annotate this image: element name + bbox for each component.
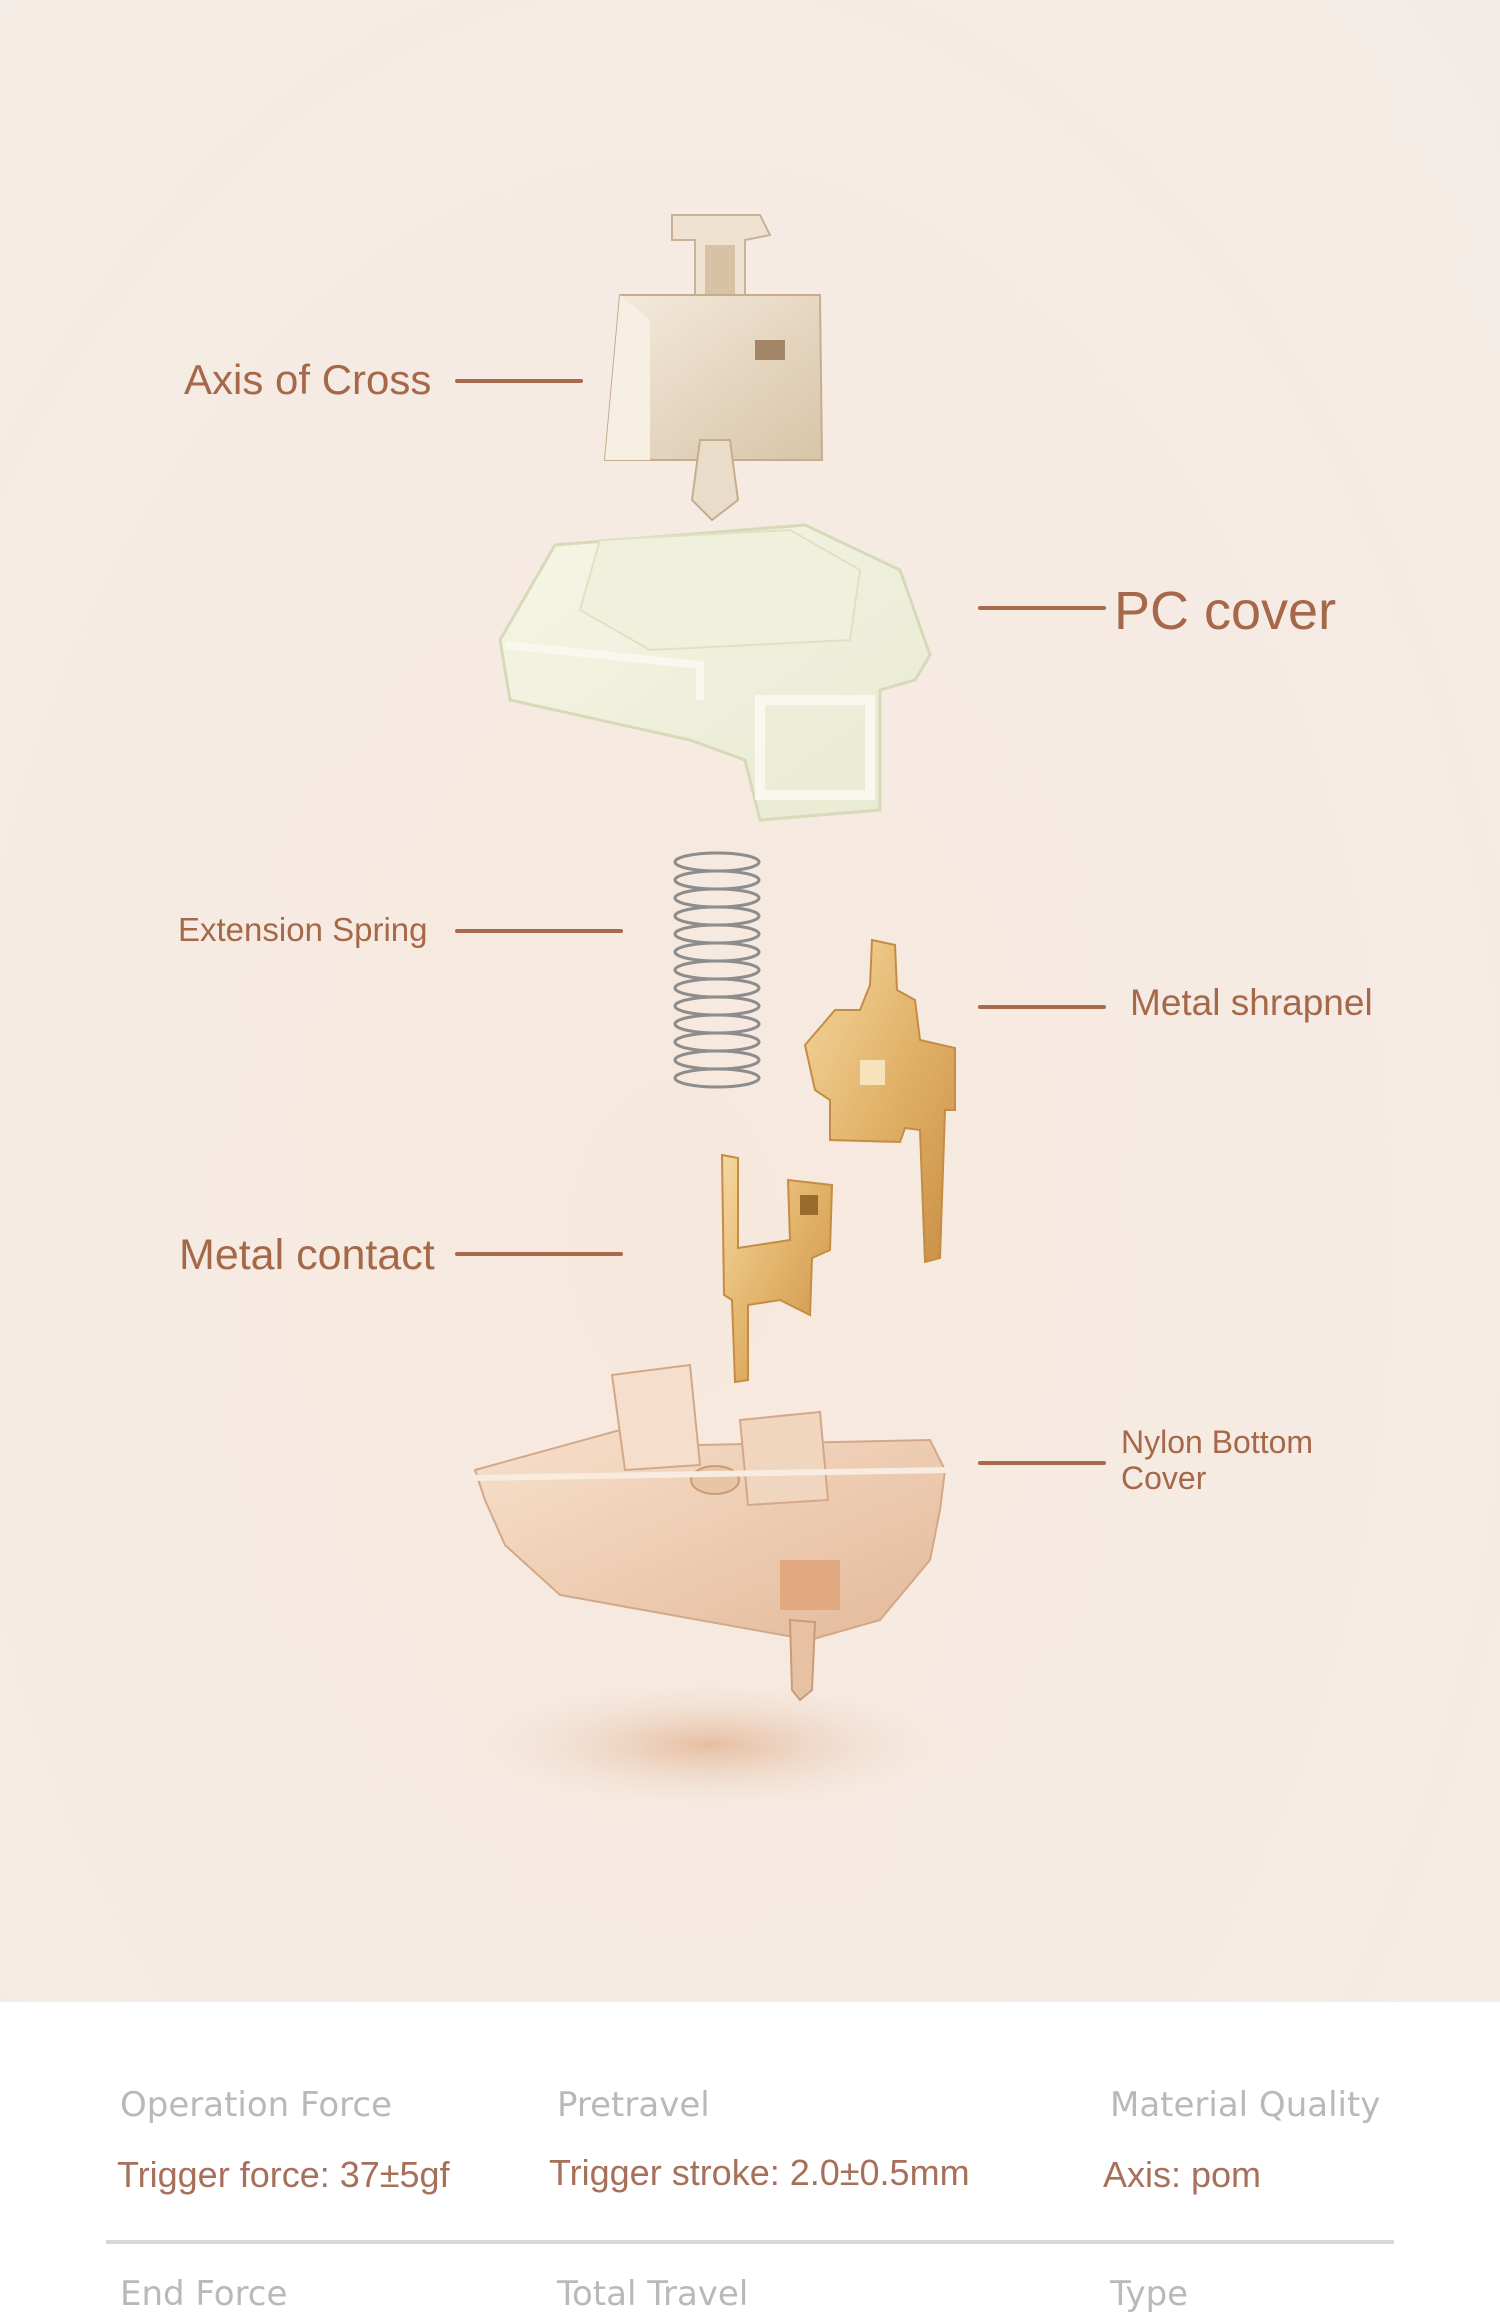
spec-header-total-travel: Total Travel [557,2274,749,2314]
pc-cover-part [498,523,932,822]
spec-value-trigger-stroke: Trigger stroke: 2.0±0.5mm [549,2152,970,2193]
spec-header-type: Type [1110,2274,1189,2314]
label-nylon-bottom-cover-line2: Cover [1121,1460,1207,1496]
spec-table: Operation Force Pretravel Material Quali… [0,2002,1500,2322]
spec-divider [106,2240,1394,2244]
nylon-bottom-part [450,1363,970,1815]
metal-shrapnel-part [803,938,956,1264]
spring-part [673,851,761,1089]
label-nylon-bottom-cover: Nylon Bottom Cover [1121,1424,1313,1496]
leader-pc-cover [978,606,1106,610]
spec-header-pretravel: Pretravel [557,2085,710,2125]
label-metal-contact: Metal contact [179,1231,435,1279]
metal-contact-part [720,1153,834,1384]
product-exploded-view: Axis of Cross PC cover Extension Spring … [0,0,1500,2002]
leader-metal-contact [455,1252,623,1256]
switch-exploded-illustration [450,214,970,1815]
leader-metal-shrapnel [978,1005,1106,1009]
stem-part [603,214,824,522]
leader-axis-of-cross [455,379,583,383]
label-extension-spring: Extension Spring [178,911,428,948]
label-nylon-bottom-cover-line1: Nylon Bottom [1121,1424,1314,1460]
spec-value-trigger-force: Trigger force: 37±5gf [117,2154,450,2195]
leader-extension-spring [455,929,623,933]
spec-header-material-quality: Material Quality [1110,2085,1381,2125]
label-pc-cover: PC cover [1114,581,1337,641]
label-metal-shrapnel: Metal shrapnel [1130,982,1373,1023]
spec-value-axis: Axis: pom [1103,2154,1262,2195]
leader-nylon-bottom-cover [978,1461,1106,1465]
label-axis-of-cross: Axis of Cross [184,356,432,403]
spec-header-operation-force: Operation Force [120,2085,392,2125]
spec-header-end-force: End Force [120,2274,288,2314]
